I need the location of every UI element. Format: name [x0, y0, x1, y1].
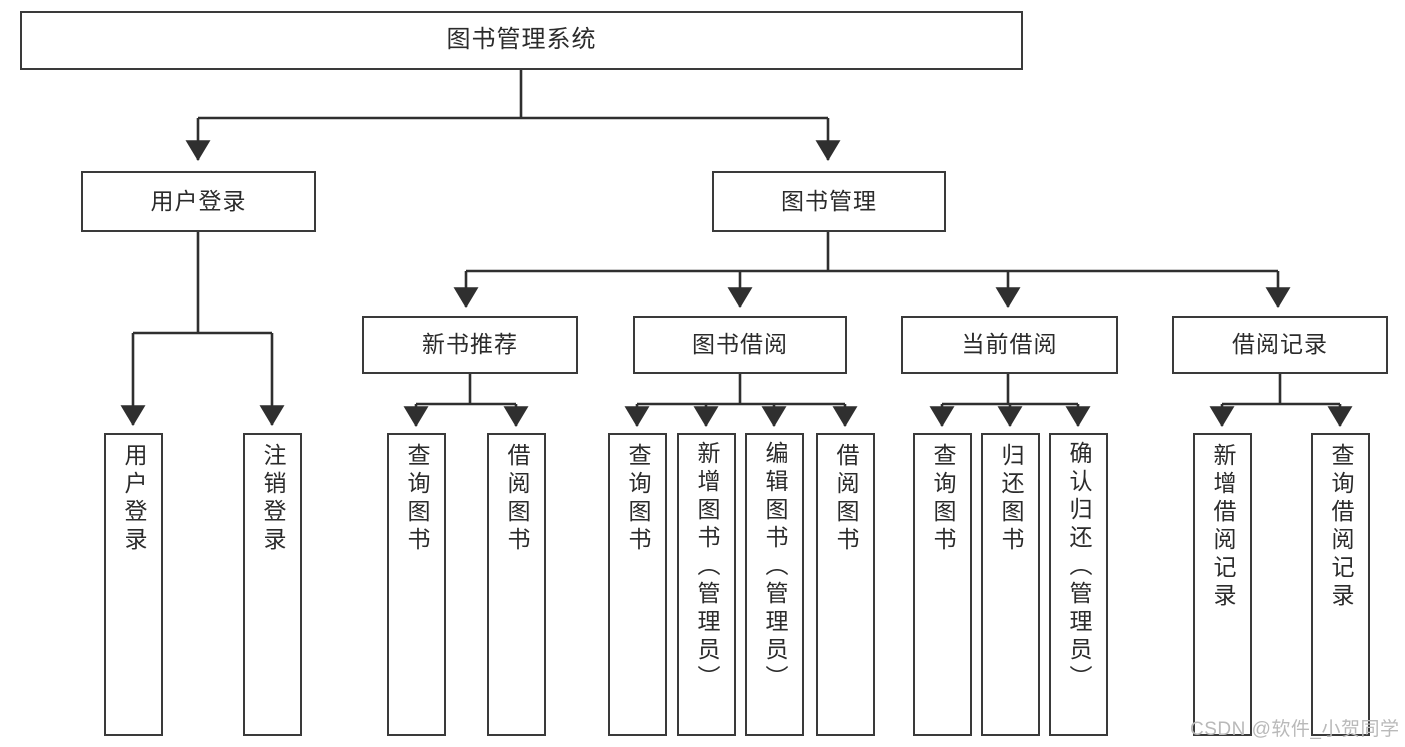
- node-leaf-add-borrow-record[interactable]: 新增借阅记录: [1193, 433, 1252, 736]
- node-leaf-query-book-1[interactable]: 查询图书: [387, 433, 446, 736]
- node-leaf-borrow-book-1[interactable]: 借阅图书: [487, 433, 546, 736]
- node-leaf-borrow-book-1-label: 借阅图书: [504, 443, 530, 555]
- node-leaf-user-login[interactable]: 用户登录: [104, 433, 163, 736]
- node-leaf-return-book-label: 归还图书: [998, 443, 1024, 555]
- node-leaf-add-book-admin[interactable]: 新增图书（管理员）: [677, 433, 736, 736]
- node-leaf-query-borrow-record-label: 查询借阅记录: [1328, 443, 1354, 611]
- node-root-label: 图书管理系统: [446, 26, 597, 54]
- node-book-borrow-label: 图书借阅: [692, 331, 788, 358]
- node-leaf-query-book-1-label: 查询图书: [404, 443, 430, 555]
- node-leaf-user-logout-label: 注销登录: [260, 443, 286, 555]
- node-leaf-query-book-3[interactable]: 查询图书: [913, 433, 972, 736]
- node-leaf-confirm-return-admin-label: 确认归还（管理员）: [1066, 441, 1092, 693]
- node-leaf-borrow-book-2-label: 借阅图书: [833, 443, 859, 555]
- node-leaf-edit-book-admin-label: 编辑图书（管理员）: [762, 441, 788, 693]
- node-current-borrow[interactable]: 当前借阅: [901, 316, 1118, 374]
- node-borrow-record-label: 借阅记录: [1232, 331, 1328, 358]
- node-leaf-user-logout[interactable]: 注销登录: [243, 433, 302, 736]
- node-new-book-recommend[interactable]: 新书推荐: [362, 316, 578, 374]
- node-leaf-add-borrow-record-label: 新增借阅记录: [1210, 443, 1236, 611]
- node-new-book-recommend-label: 新书推荐: [422, 331, 518, 358]
- node-book-manage-label: 图书管理: [781, 187, 877, 214]
- node-leaf-edit-book-admin[interactable]: 编辑图书（管理员）: [745, 433, 804, 736]
- node-leaf-return-book[interactable]: 归还图书: [981, 433, 1040, 736]
- node-leaf-query-borrow-record[interactable]: 查询借阅记录: [1311, 433, 1370, 736]
- node-user-login-label: 用户登录: [150, 187, 247, 214]
- node-borrow-record[interactable]: 借阅记录: [1172, 316, 1388, 374]
- node-leaf-add-book-admin-label: 新增图书（管理员）: [694, 441, 720, 693]
- node-root[interactable]: 图书管理系统: [20, 11, 1023, 70]
- node-user-login[interactable]: 用户登录: [81, 171, 316, 232]
- node-leaf-query-book-2[interactable]: 查询图书: [608, 433, 667, 736]
- node-book-borrow[interactable]: 图书借阅: [633, 316, 847, 374]
- node-leaf-query-book-3-label: 查询图书: [930, 443, 956, 555]
- node-leaf-borrow-book-2[interactable]: 借阅图书: [816, 433, 875, 736]
- node-leaf-query-book-2-label: 查询图书: [625, 443, 651, 555]
- node-book-manage[interactable]: 图书管理: [712, 171, 946, 232]
- node-leaf-confirm-return-admin[interactable]: 确认归还（管理员）: [1049, 433, 1108, 736]
- watermark-text: CSDN @软件_小贺同学: [1190, 719, 1400, 740]
- node-current-borrow-label: 当前借阅: [961, 331, 1058, 358]
- node-leaf-user-login-label: 用户登录: [121, 443, 147, 555]
